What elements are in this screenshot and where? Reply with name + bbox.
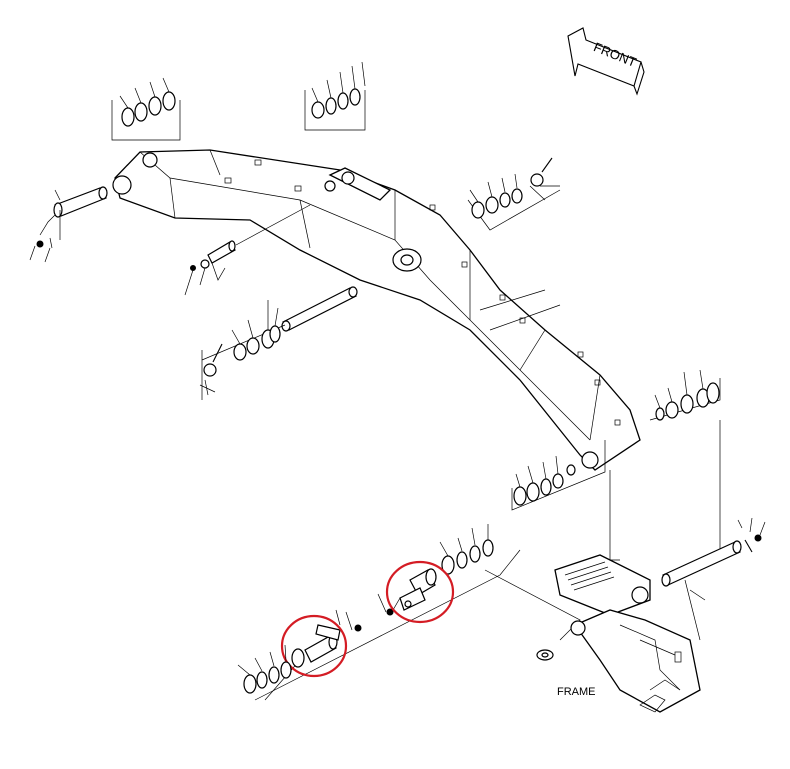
washer-set-nose-top — [304, 61, 366, 131]
foot-pin-left — [29, 186, 108, 263]
washer-set-right-upper — [467, 157, 561, 231]
washer-set-tip-lower — [511, 440, 606, 511]
long-pin-center — [281, 286, 358, 332]
frame-bracket — [536, 554, 706, 713]
washer-set-lower-right — [439, 524, 494, 575]
highlight-circle-upper — [385, 560, 455, 624]
washer-set-lower-left — [237, 644, 292, 694]
washer-set-tip-right — [649, 369, 721, 421]
frame-label: FRAME — [557, 686, 596, 698]
boom-foot-pin-upper[interactable] — [377, 560, 455, 624]
front-label: FRONT — [591, 39, 638, 70]
leader-lines — [254, 420, 721, 701]
washer-set-left-middle — [199, 300, 286, 400]
long-pin-frame — [661, 517, 766, 587]
boom-foot-pin-lower[interactable] — [280, 609, 362, 678]
boom-body — [112, 149, 641, 471]
front-arrow: FRONT — [567, 27, 645, 96]
small-pin-center — [184, 204, 311, 296]
washer-set-foot-top — [111, 77, 181, 141]
highlight-circle-lower — [280, 614, 348, 678]
